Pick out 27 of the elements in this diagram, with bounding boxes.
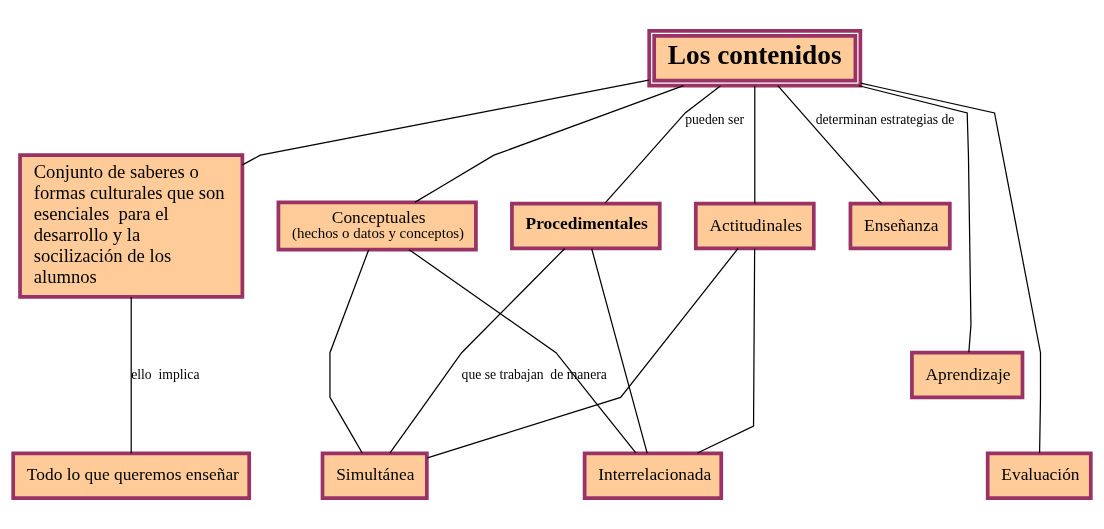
connector xyxy=(389,247,566,454)
node-box: Actitudinales xyxy=(693,201,816,251)
edge-label: determinan estrategias de xyxy=(815,111,955,127)
connector xyxy=(329,249,370,454)
connector xyxy=(696,247,756,454)
connector xyxy=(130,296,132,454)
node-box: Conceptuales (hechos o datos y conceptos) xyxy=(276,200,478,252)
connector xyxy=(591,248,648,454)
node-box: Evaluación xyxy=(985,451,1093,500)
connector xyxy=(754,85,756,205)
node-box: Interrelacionada xyxy=(582,451,724,500)
node-box: Todo lo que queremos enseñar xyxy=(11,451,252,500)
connector xyxy=(408,249,637,454)
connector xyxy=(414,85,685,203)
node-box: Los contenidos xyxy=(647,29,863,88)
node-box: Simultánea xyxy=(320,451,429,500)
connector xyxy=(604,85,722,204)
edge-label: pueden ser xyxy=(685,111,745,127)
connector xyxy=(860,82,1042,454)
connector xyxy=(777,85,882,205)
node-box: Enseñanza xyxy=(848,201,952,251)
connector xyxy=(858,85,972,354)
connector xyxy=(241,79,650,166)
connector xyxy=(426,247,739,459)
node-box: Aprendizaje xyxy=(910,350,1025,400)
node-box: Conjunto de saberes o formas culturales que son esenciales para el desarrollo y la socilización de los alumnos xyxy=(18,153,245,299)
node-box: Procedimentales xyxy=(510,201,662,251)
